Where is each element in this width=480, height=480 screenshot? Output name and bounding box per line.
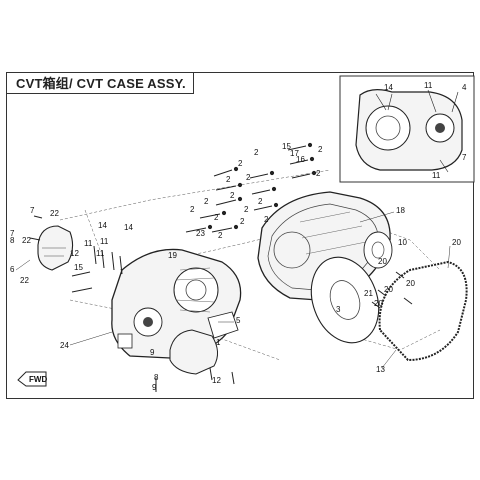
- callout: 2: [190, 205, 195, 214]
- callout: 15: [74, 263, 83, 272]
- inset-label: 11: [424, 81, 433, 90]
- callout: 20: [378, 257, 387, 266]
- callout: 2: [230, 191, 235, 200]
- inset-detail: 14 11 4 7 11: [339, 75, 475, 183]
- callout: 20: [452, 238, 461, 247]
- callout: 7: [30, 206, 35, 215]
- cvt-gasket: [378, 260, 468, 362]
- diagram-frame: [6, 72, 474, 399]
- callout: 2: [258, 197, 263, 206]
- callout: 5: [236, 316, 241, 325]
- callout: 24: [60, 341, 69, 350]
- cvt-plates: [310, 231, 393, 344]
- callout: 2: [318, 145, 323, 154]
- callout: 11: [100, 237, 109, 246]
- callout: 20: [384, 285, 393, 294]
- callout: 19: [168, 251, 177, 260]
- callout: 2: [246, 173, 251, 182]
- callout: 23: [196, 229, 205, 238]
- callout: 18: [396, 206, 405, 215]
- callout: 17: [290, 149, 299, 158]
- callout: 16: [296, 155, 305, 164]
- direction-tag: FWD: [29, 375, 47, 384]
- callout: 2: [226, 175, 231, 184]
- inset-label: 14: [384, 83, 393, 92]
- callout: 20: [406, 279, 415, 288]
- bolt-set: [29, 142, 413, 392]
- cvt-main-case: [111, 248, 242, 359]
- callout: 11: [96, 249, 105, 258]
- callout: 2: [240, 217, 245, 226]
- callout: 2: [238, 159, 243, 168]
- callout: 22: [20, 276, 29, 285]
- callout-labels: 7 22 7 8 22 22 6 14 12 11 15 11 11 14 19…: [10, 142, 461, 392]
- diagram-title: CVT箱组/ CVT CASE ASSY.: [6, 72, 194, 94]
- callout: 11: [84, 239, 93, 248]
- callout: 22: [50, 209, 59, 218]
- callout: 14: [124, 223, 133, 232]
- side-cover: [37, 225, 74, 271]
- callout: 2: [254, 148, 259, 157]
- inset-label: 4: [462, 83, 467, 92]
- direction-arrow-icon: FWD: [17, 371, 47, 387]
- callout: 20: [374, 299, 383, 308]
- callout: 9: [152, 383, 157, 392]
- callout: 21: [364, 289, 373, 298]
- callout: 8: [154, 373, 159, 382]
- callout: 2: [264, 215, 269, 224]
- callout: 2: [244, 205, 249, 214]
- callout: 3: [336, 305, 341, 314]
- callout: 2: [316, 169, 321, 178]
- inset-label: 11: [432, 171, 441, 180]
- callout: 2: [218, 231, 223, 240]
- callout: 10: [398, 238, 407, 247]
- leader-lines: [15, 211, 451, 369]
- callout: 12: [70, 249, 79, 258]
- inset-label: 7: [462, 153, 467, 162]
- callout: 9: [150, 348, 155, 357]
- callout: 12: [212, 376, 221, 385]
- callout: 8: [10, 236, 15, 245]
- callout: 6: [10, 265, 15, 274]
- callout: 13: [376, 365, 385, 374]
- callout: 7: [10, 229, 15, 238]
- callout: 15: [282, 142, 291, 151]
- callout: 1: [216, 338, 221, 347]
- callout: 14: [98, 221, 107, 230]
- callout: 22: [22, 236, 31, 245]
- callout: 2: [214, 213, 219, 222]
- callout: 2: [204, 197, 209, 206]
- small-cover: [169, 311, 239, 375]
